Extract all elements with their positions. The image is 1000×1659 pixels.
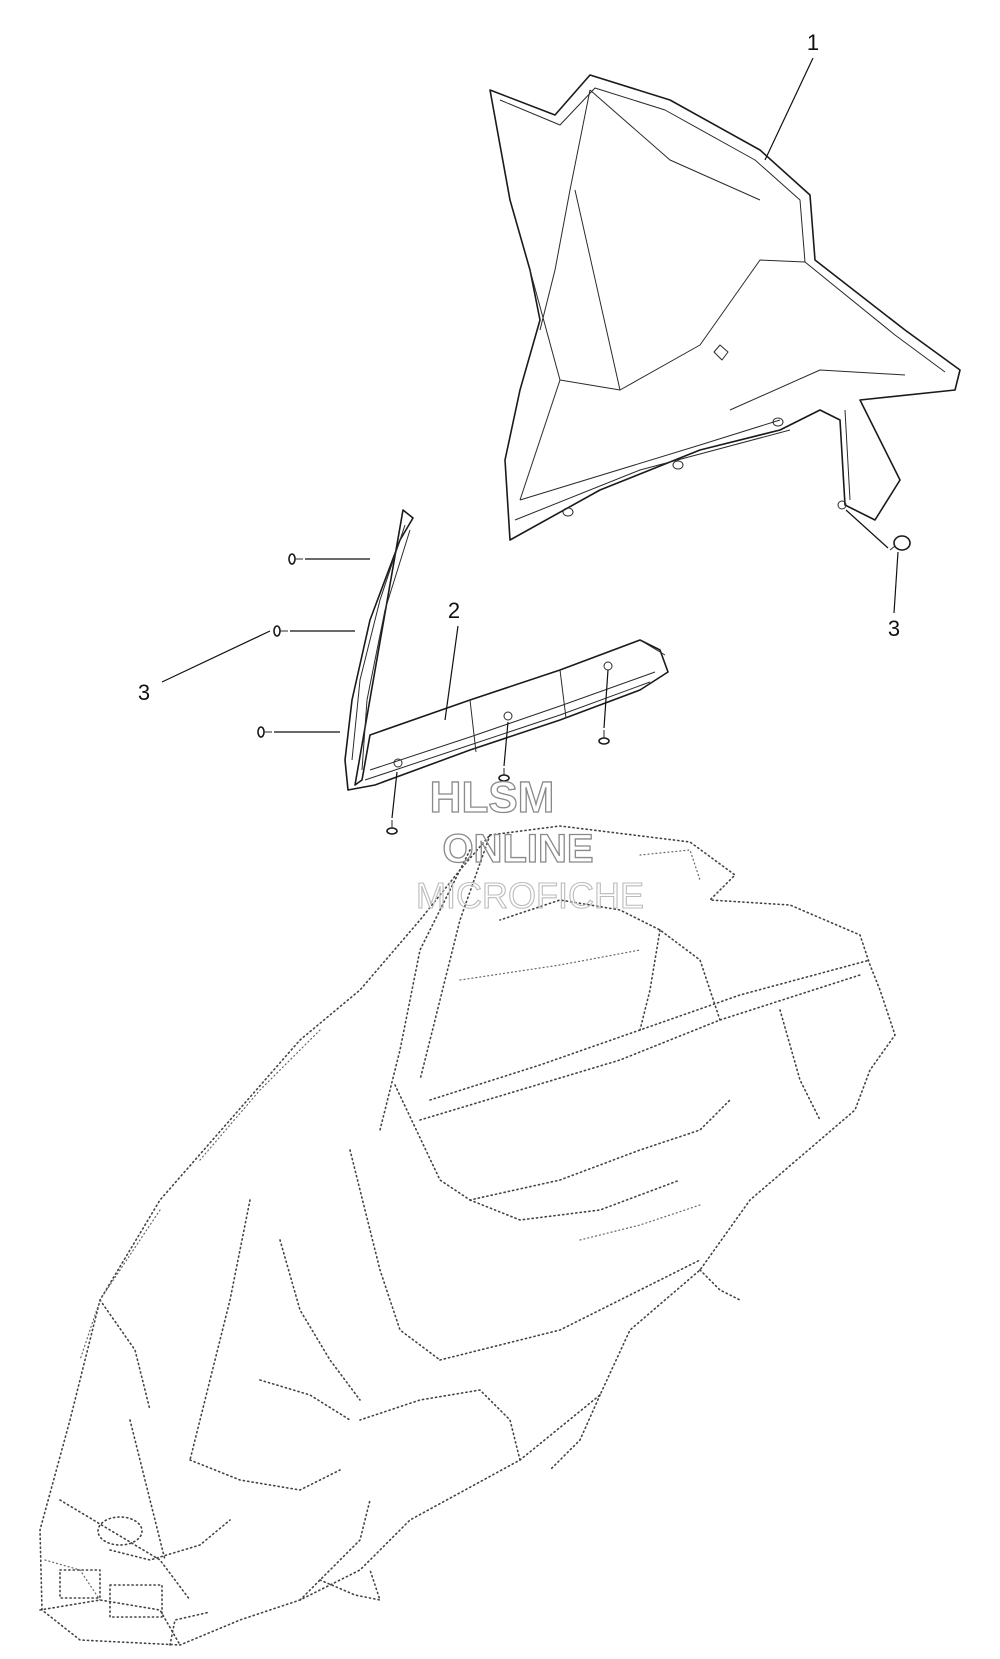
rivet-4 [386,820,398,835]
windshield-part [489,74,961,541]
callout-3-left: 3 [138,680,150,705]
leader-2 [444,625,459,721]
callout-labels: 1 2 3 3 [138,30,900,705]
leader-3-rivet-6 [603,669,609,729]
leader-3-rivet-5 [503,721,509,767]
callout-3-right: 3 [888,616,900,641]
watermark-line-1: HLSM [430,773,555,822]
leader-3-left [161,630,271,683]
rivet-1 [288,553,303,565]
callout-1: 1 [807,30,819,55]
leader-3-rivet-7 [845,509,889,549]
vehicle-body-reference [39,825,896,1646]
rivet-6 [598,730,610,745]
rivet-3 [257,726,272,738]
watermark-line-2: ONLINE [442,827,593,871]
rivet-2 [273,625,288,637]
leader-3-rivet-4 [391,771,398,819]
watermark-line-3: MICROFICHE [416,875,644,916]
leader-3-right [893,551,899,614]
leader-1 [764,57,814,161]
callout-2: 2 [448,598,460,623]
rivet-group [257,535,911,835]
leader-lines [161,57,899,819]
trim-strip-part [344,509,669,791]
rivet-7 [889,535,911,551]
rivet-5 [498,768,510,782]
watermark: HLSM ONLINE MICROFICHE [415,772,644,916]
